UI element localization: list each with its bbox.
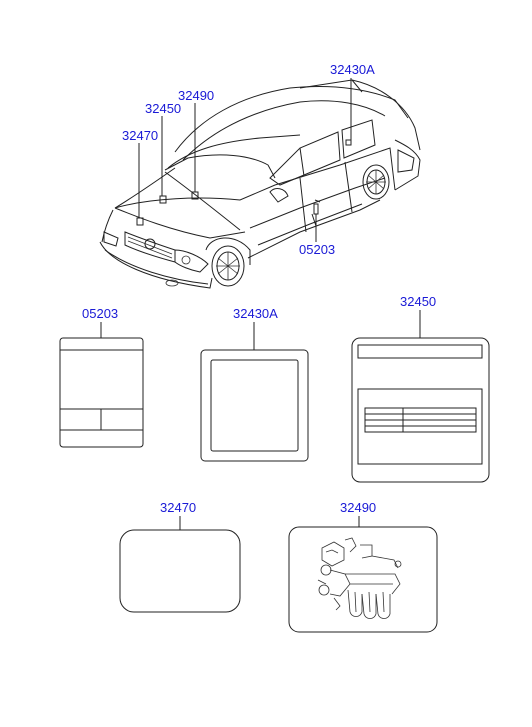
car-label-05203-marker [313, 203, 319, 215]
label-32470-panel [119, 529, 241, 613]
label-32490-panel [288, 526, 438, 633]
engine-manifold-drawing [317, 537, 402, 619]
label-32450-panel [351, 337, 490, 483]
label-05203-panel [59, 337, 144, 448]
label-32430A-title: 32430A [233, 306, 278, 321]
label-32430A-panel [200, 349, 309, 462]
car-label-32430A-marker [345, 139, 352, 146]
callout-05203: 05203 [299, 242, 335, 257]
label-32470-title: 32470 [160, 500, 196, 515]
label-05203-title: 05203 [82, 306, 118, 321]
label-32450-title: 32450 [400, 294, 436, 309]
car-label-32470-marker [136, 217, 144, 226]
car-label-32450-marker [159, 195, 167, 204]
callout-32450: 32450 [145, 101, 181, 116]
car-illustration [99, 78, 421, 289]
label-32490-title: 32490 [340, 500, 376, 515]
callout-32430A: 32430A [330, 62, 375, 77]
callout-32490: 32490 [178, 88, 214, 103]
callout-32470: 32470 [122, 128, 158, 143]
